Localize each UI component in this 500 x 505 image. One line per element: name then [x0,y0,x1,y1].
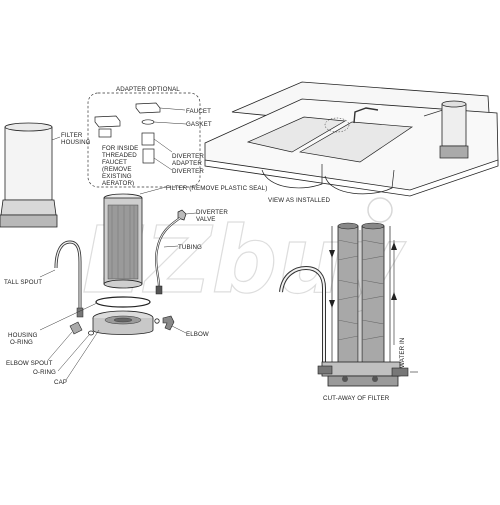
threaded-aerator-part [98,128,112,138]
label-water-in: WATER IN [399,338,406,368]
label-diverter-adapter-1: DIVERTER [172,153,204,160]
label-elbow-spout: ELBOW SPOUT [6,360,53,367]
cutaway-cartridge-left [337,225,359,365]
label-inside-threaded-3: FAUCET [102,159,127,166]
label-adapter-optional: ADAPTER OPTIONAL [116,86,180,93]
sink-basin-left [246,116,347,153]
label-view-as-installed: VIEW AS INSTALLED [268,197,331,204]
label-diverter-adapter-2: ADAPTER [172,160,202,167]
filter-housing-group: FILTER HOUSING [0,122,91,228]
sink-basin-right [298,121,414,163]
label-filter-remove-seal: FILTER (REMOVE PLASTIC SEAL) [166,185,267,192]
adapter-dashed-box [87,92,201,188]
label-inside-threaded-4: (REMOVE [102,166,132,173]
label-diverter-valve-1: DIVERTER [196,209,228,216]
label-housing-oring-1: HOUSING [8,332,38,339]
label-cutaway: CUT-AWAY OF FILTER [323,395,390,402]
housing-oring-part [95,296,151,308]
oring-part [88,330,94,336]
cutaway-base [321,361,401,377]
label-filter-housing-1: FILTER [61,132,83,139]
label-filter-housing-2: HOUSING [61,139,91,146]
faucet-part [135,102,161,114]
diverter-adapter-part [141,132,155,146]
elbow-spout-part [69,321,83,335]
watermark-registered-icon [367,197,393,223]
sink-view-group: VIEW AS INSTALLED [204,81,499,204]
adapter-optional-group: ADAPTER OPTIONAL FAUCET GASKET FOR INSID… [87,86,212,188]
label-inside-threaded-6: AERATOR) [102,180,134,187]
elbow-part [162,315,175,331]
tall-spout-group: TALL SPOUT [4,240,84,318]
filter-housing-body [4,126,53,201]
diverter-valve-part [177,209,187,221]
filter-housing-base [0,199,57,216]
sink-faucet [353,107,379,124]
diverter-part [142,148,155,164]
label-diverter: DIVERTER [172,168,204,175]
label-oring: O-RING [33,369,56,376]
installed-filter-unit [441,103,467,147]
cutaway-cartridge-right [361,225,385,365]
base-group: HOUSING O-RING ELBOW SPOUT O-RING CAP EL… [6,296,209,386]
label-inside-threaded-5: EXISTING [102,173,132,180]
label-tubing: TUBING [178,244,202,251]
label-diverter-valve-2: VALVE [196,216,216,223]
label-tall-spout: TALL SPOUT [4,279,42,286]
label-inside-threaded-1: FOR INSIDE [102,145,138,152]
label-gasket: GASKET [186,121,212,128]
gasket-part [141,119,155,125]
tall-spout-part [54,240,82,315]
label-elbow: ELBOW [186,331,209,338]
label-faucet: FAUCET [186,108,211,115]
filter-cartridge-group: FILTER (REMOVE PLASTIC SEAL) [103,185,267,289]
label-cap: CAP [54,379,67,386]
threaded-faucet-part [94,115,121,128]
label-inside-threaded-2: THREADED [102,152,137,159]
tubing-group: DIVERTER VALVE TUBING [155,209,228,295]
cutaway-group: WATER IN CUT-AWAY OF FILTER [279,222,418,402]
label-housing-oring-2: O-RING [10,339,33,346]
